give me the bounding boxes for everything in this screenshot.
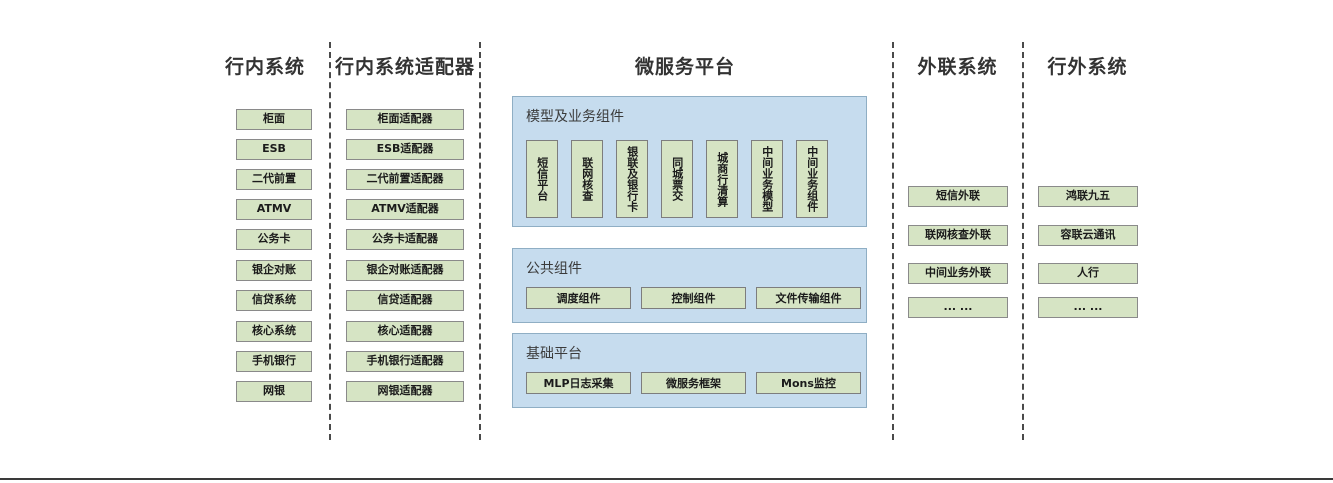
panel-title-base-platform: 基础平台: [526, 346, 582, 362]
vnode-label-model-6: 中间业务组件: [805, 146, 819, 212]
vnode-model-6[interactable]: 中间业务组件: [796, 140, 828, 218]
node-in-bank-adapter-7[interactable]: 核心适配器: [346, 321, 464, 342]
pnode-base-2[interactable]: Mons监控: [756, 372, 861, 394]
page-bottom-rule: [0, 478, 1333, 480]
panel-title-public-components: 公共组件: [526, 261, 582, 277]
node-in-bank-7[interactable]: 核心系统: [236, 321, 312, 342]
vnode-model-4[interactable]: 城商行清算: [706, 140, 738, 218]
panel-title-model-business-components: 模型及业务组件: [526, 109, 624, 125]
column-heading-in-bank-adapter: 行内系统适配器: [334, 56, 475, 78]
node-in-bank-adapter-2[interactable]: 二代前置适配器: [346, 169, 464, 190]
node-in-bank-adapter-0[interactable]: 柜面适配器: [346, 109, 464, 130]
vnode-label-model-4: 城商行清算: [715, 151, 729, 207]
vnode-label-model-5: 中间业务模型: [760, 146, 774, 212]
node-outside-bank-3[interactable]: ... ...: [1038, 297, 1138, 318]
vnode-label-model-0: 短信平台: [535, 157, 549, 201]
node-outside-bank-0[interactable]: 鸿联九五: [1038, 186, 1138, 207]
divider-platform-to-external: [892, 42, 894, 440]
divider-external-to-outside: [1022, 42, 1024, 440]
vnode-model-0[interactable]: 短信平台: [526, 140, 558, 218]
node-in-bank-adapter-8[interactable]: 手机银行适配器: [346, 351, 464, 372]
node-in-bank-1[interactable]: ESB: [236, 139, 312, 160]
node-in-bank-adapter-3[interactable]: ATMV适配器: [346, 199, 464, 220]
node-outside-bank-1[interactable]: 容联云通讯: [1038, 225, 1138, 246]
pnode-public-2[interactable]: 文件传输组件: [756, 287, 861, 309]
node-in-bank-3[interactable]: ATMV: [236, 199, 312, 220]
node-in-bank-adapter-5[interactable]: 银企对账适配器: [346, 260, 464, 281]
node-in-bank-9[interactable]: 网银: [236, 381, 312, 402]
node-in-bank-adapter-9[interactable]: 网银适配器: [346, 381, 464, 402]
divider-in-bank-to-adapter: [329, 42, 331, 440]
vnode-model-5[interactable]: 中间业务模型: [751, 140, 783, 218]
node-in-bank-4[interactable]: 公务卡: [236, 229, 312, 250]
vnode-model-2[interactable]: 银联及银行卡: [616, 140, 648, 218]
node-in-bank-0[interactable]: 柜面: [236, 109, 312, 130]
node-in-bank-2[interactable]: 二代前置: [236, 169, 312, 190]
node-in-bank-6[interactable]: 信贷系统: [236, 290, 312, 311]
vnode-model-1[interactable]: 联网核查: [571, 140, 603, 218]
column-heading-outside-bank: 行外系统: [1047, 56, 1128, 78]
column-heading-platform: 微服务平台: [634, 56, 735, 78]
node-in-bank-adapter-4[interactable]: 公务卡适配器: [346, 229, 464, 250]
pnode-public-0[interactable]: 调度组件: [526, 287, 631, 309]
node-external-link-2[interactable]: 中间业务外联: [908, 263, 1008, 284]
node-in-bank-adapter-6[interactable]: 信贷适配器: [346, 290, 464, 311]
node-external-link-0[interactable]: 短信外联: [908, 186, 1008, 207]
panel-public-components: 公共组件: [512, 248, 867, 323]
vnode-label-model-1: 联网核查: [580, 157, 594, 201]
pnode-public-1[interactable]: 控制组件: [641, 287, 746, 309]
node-external-link-3[interactable]: ... ...: [908, 297, 1008, 318]
node-in-bank-5[interactable]: 银企对账: [236, 260, 312, 281]
column-heading-in-bank: 行内系统: [224, 56, 305, 78]
panel-base-platform: 基础平台: [512, 333, 867, 408]
column-heading-external-link: 外联系统: [917, 56, 998, 78]
node-outside-bank-2[interactable]: 人行: [1038, 263, 1138, 284]
vnode-label-model-2: 银联及银行卡: [625, 146, 639, 212]
pnode-base-0[interactable]: MLP日志采集: [526, 372, 631, 394]
node-in-bank-adapter-1[interactable]: ESB适配器: [346, 139, 464, 160]
vnode-label-model-3: 同城票交: [670, 157, 684, 201]
node-in-bank-8[interactable]: 手机银行: [236, 351, 312, 372]
vnode-model-3[interactable]: 同城票交: [661, 140, 693, 218]
pnode-base-1[interactable]: 微服务框架: [641, 372, 746, 394]
divider-adapter-to-platform: [479, 42, 481, 440]
node-external-link-1[interactable]: 联网核查外联: [908, 225, 1008, 246]
